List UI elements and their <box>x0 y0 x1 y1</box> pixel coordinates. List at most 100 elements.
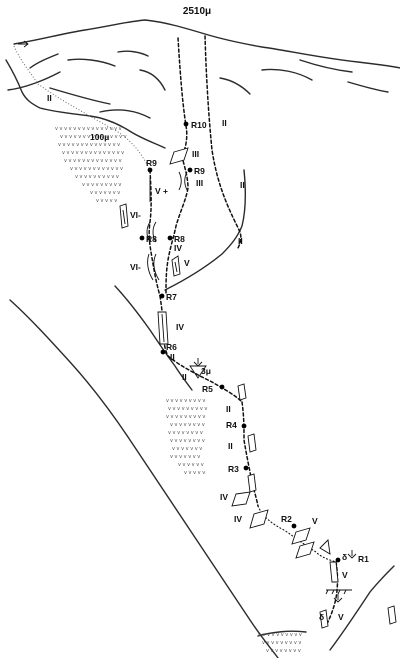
ledge-3 <box>117 50 149 57</box>
crack-icon <box>319 609 329 629</box>
belay-r8-label: R8 <box>174 234 185 244</box>
svg-text:v v v v v v v v v v v v: v v v v v v v v v v v v <box>70 166 123 172</box>
belay-r8-left-point <box>139 235 145 241</box>
crack-icon <box>237 383 247 401</box>
belay-r9-left-point <box>147 167 153 173</box>
belay-r7-label: R7 <box>166 292 177 302</box>
rappel-icon <box>325 589 352 603</box>
grass-icon: v v v v v v v v v v v v v v v v v v v v … <box>55 126 127 204</box>
belay-r10-label: R10 <box>191 120 207 130</box>
slab-icon <box>169 147 189 165</box>
svg-text:v v v v v v v v v v v v v v: v v v v v v v v v v v v v v <box>58 142 120 148</box>
svg-text:v v v v v: v v v v v <box>96 198 117 204</box>
annotations: 100μ 3μ δ δ <box>90 132 347 622</box>
belay-r6-label: R6 <box>166 342 177 352</box>
right-ledge-1 <box>261 68 313 81</box>
svg-text:v v v v v v v v: v v v v v v v v <box>266 648 301 654</box>
right-ledge-3 <box>347 81 389 93</box>
chimney-icon <box>178 171 188 191</box>
arrow-down-icon <box>18 40 29 48</box>
belay-r3-label: R3 <box>228 464 239 474</box>
svg-text:v v v v v v: v v v v v v <box>178 462 204 468</box>
summit-label: 2510μ <box>183 6 211 17</box>
ridge-line <box>13 19 400 69</box>
start-symbol: δ <box>342 552 347 562</box>
crack-icon <box>329 561 339 583</box>
route-right-variant <box>204 35 242 249</box>
central-left-edge <box>114 285 193 391</box>
main-left-rock-edge <box>9 299 279 658</box>
svg-text:v v v v v v v v v v: v v v v v v v v v v <box>75 174 119 180</box>
svg-text:v v v v v v v v v: v v v v v v v v v <box>166 414 205 420</box>
grade-label: II <box>47 93 52 103</box>
grade-label: V <box>342 570 348 580</box>
grade-label: IV <box>174 243 182 253</box>
belay-r4-label: R4 <box>226 420 237 430</box>
belay-r8-right-point <box>167 235 173 241</box>
svg-text:v v v v v v v v v v v v v v v: v v v v v v v v v v v v v v v <box>55 126 122 132</box>
grade-label: V <box>312 516 318 526</box>
belay-r9-right-point <box>187 167 193 173</box>
crack-icon <box>119 203 129 229</box>
right-ledge-4 <box>219 77 251 95</box>
svg-text:v v v v v v v v v: v v v v v v v v v <box>166 398 205 404</box>
crack-icon <box>247 473 257 493</box>
ledge-1 <box>7 71 61 91</box>
slab-icon <box>295 541 315 559</box>
belay-r10-point <box>183 121 189 127</box>
svg-text:v v v v v v v: v v v v v v v <box>90 190 120 196</box>
grade-label: IV <box>176 322 184 332</box>
ledge-4 <box>49 87 111 105</box>
grade-label: II <box>182 372 187 382</box>
grade-label: II <box>222 118 227 128</box>
svg-text:v v v v v v v v: v v v v v v v v <box>168 430 203 436</box>
rock-outlines <box>5 19 400 658</box>
svg-text:v v v v v v v v v v v v v v: v v v v v v v v v v v v v v <box>62 150 124 156</box>
ledge-7 <box>29 53 59 69</box>
belay-r9-label: R9 <box>194 166 205 176</box>
svg-text:v v v v v v v v v v v v v v v: v v v v v v v v v v v v v v v <box>60 134 127 140</box>
chimney-icon <box>147 253 160 281</box>
belay-r1-point <box>335 557 341 563</box>
grade-label: III <box>196 178 203 188</box>
approach-distance: 100μ <box>90 132 109 142</box>
svg-text:v v v v v v v v: v v v v v v v v <box>170 422 205 428</box>
grade-label: II <box>228 441 233 451</box>
belay-r1-label: R1 <box>358 554 369 564</box>
grass-icon: v v v v v v v v v v v v v v v v v v v v … <box>166 398 207 476</box>
ledge-6 <box>139 69 166 91</box>
grade-label: II <box>240 180 245 190</box>
slab-icon <box>231 491 251 507</box>
grade-label: II <box>226 404 231 414</box>
grade-label: IV <box>220 492 228 502</box>
grade-label: VI- <box>130 210 141 220</box>
right-pillar-edge <box>164 169 247 291</box>
svg-text:v v v v v v v: v v v v v v v <box>170 454 200 460</box>
grade-label: V + <box>155 186 168 196</box>
grade-label: II <box>170 352 175 362</box>
grade-label: V <box>338 612 344 622</box>
grade-label: III <box>192 149 199 159</box>
svg-text:v v v v v v v v v: v v v v v v v v v <box>168 406 207 412</box>
grade-label: II <box>238 236 243 246</box>
grass-patches: v v v v v v v v v v v v v v v v v v v v … <box>55 126 302 654</box>
grade-label: IV <box>234 514 242 524</box>
belay-r4-point <box>241 423 247 429</box>
bottom-ledge <box>257 630 307 637</box>
svg-text:v v v v v v v v v v: v v v v v v v v v v <box>258 632 302 638</box>
crack-icon <box>157 311 169 345</box>
right-ledge-2 <box>299 59 353 73</box>
crack-icon <box>387 605 397 625</box>
left-buttress-edge <box>5 59 166 149</box>
route-lower-traverse <box>167 355 243 403</box>
slab-icon <box>249 509 269 529</box>
belay-r7-point <box>159 293 165 299</box>
belay-r6-point <box>160 349 166 355</box>
ledge-5 <box>99 109 151 119</box>
svg-text:v v v v v v v v v: v v v v v v v v v <box>82 182 121 188</box>
grass-icon: v v v v v v v v v v v v v v v v v v v v … <box>258 632 302 654</box>
arrow-down-icon <box>347 550 357 559</box>
slab-icon <box>291 527 311 545</box>
belay-stations: R10 R9 R9 R8 R8 R7 R6 R5 R4 R3 R2 R1 <box>139 120 369 564</box>
